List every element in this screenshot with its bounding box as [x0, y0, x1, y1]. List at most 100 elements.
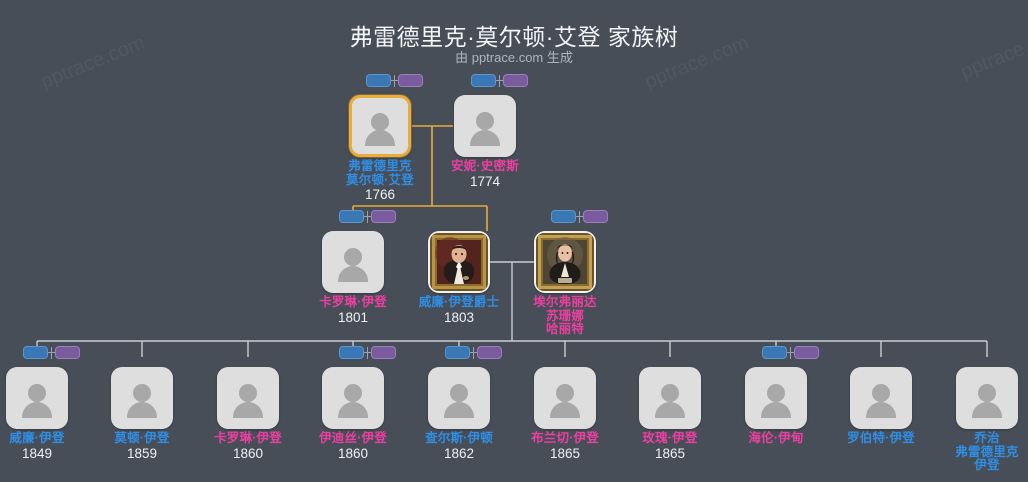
- person-name: 海伦·伊甸: [748, 431, 804, 445]
- person-year: 1862: [443, 445, 475, 461]
- badge-purple-icon[interactable]: [583, 210, 608, 223]
- badge-purple-icon[interactable]: [477, 346, 502, 359]
- person-badges[interactable]: [339, 346, 399, 360]
- person-placeholder-icon: [534, 367, 596, 429]
- person-name: 查尔斯·伊顿: [425, 431, 493, 445]
- badge-blue-icon[interactable]: [551, 210, 576, 223]
- person-placeholder-icon: [6, 367, 68, 429]
- person-name: 乔治弗雷德里克伊登: [955, 431, 1019, 472]
- badge-blue-icon[interactable]: [339, 210, 364, 223]
- person-year: 1859: [126, 445, 158, 461]
- person-badges[interactable]: [762, 346, 822, 360]
- person-placeholder-icon: [745, 367, 807, 429]
- badge-connector: [364, 352, 372, 353]
- person-avatar[interactable]: [745, 367, 807, 429]
- badge-purple-icon[interactable]: [371, 210, 396, 223]
- person-year: 1801: [337, 309, 369, 325]
- badge-connector: [391, 80, 399, 81]
- person-avatar[interactable]: [850, 367, 912, 429]
- person-portrait[interactable]: [534, 231, 596, 293]
- person-placeholder-icon: [454, 95, 516, 157]
- badge-purple-icon[interactable]: [503, 74, 528, 87]
- person-avatar[interactable]: [322, 367, 384, 429]
- person-node[interactable]: 罗伯特·伊登: [821, 367, 941, 446]
- person-badges[interactable]: [23, 346, 83, 360]
- person-node[interactable]: 埃尔弗丽达苏珊娜哈丽特: [505, 210, 625, 337]
- badge-blue-icon[interactable]: [471, 74, 496, 87]
- person-placeholder-icon: [956, 367, 1018, 429]
- person-avatar[interactable]: [6, 367, 68, 429]
- person-year: 1774: [469, 173, 501, 189]
- badge-stem: [51, 347, 52, 359]
- badge-connector: [496, 80, 504, 81]
- page-title: 弗雷德里克·莫尔顿·艾登 家族树: [349, 24, 679, 50]
- person-badges[interactable]: [366, 74, 426, 88]
- badge-stem: [790, 347, 791, 359]
- badge-stem: [367, 211, 368, 223]
- person-avatar[interactable]: [956, 367, 1018, 429]
- person-avatar[interactable]: [534, 367, 596, 429]
- person-name: 威廉·伊登: [9, 431, 65, 445]
- person-portrait[interactable]: [428, 231, 490, 293]
- badge-connector: [470, 352, 478, 353]
- badge-stem: [473, 347, 474, 359]
- person-avatar[interactable]: [111, 367, 173, 429]
- badge-blue-icon[interactable]: [339, 346, 364, 359]
- person-avatar[interactable]: [217, 367, 279, 429]
- badge-connector: [576, 216, 584, 217]
- person-avatar[interactable]: [349, 95, 411, 157]
- person-avatar[interactable]: [428, 367, 490, 429]
- person-name: 莫顿·伊登: [114, 431, 170, 445]
- person-avatar[interactable]: [639, 367, 701, 429]
- badge-blue-icon[interactable]: [366, 74, 391, 87]
- person-node[interactable]: 海伦·伊甸: [716, 346, 836, 446]
- person-placeholder-icon: [428, 367, 490, 429]
- badge-connector: [48, 352, 56, 353]
- badge-purple-icon[interactable]: [398, 74, 423, 87]
- badge-connector: [364, 216, 372, 217]
- person-placeholder-icon: [850, 367, 912, 429]
- badge-purple-icon[interactable]: [55, 346, 80, 359]
- person-placeholder-icon: [111, 367, 173, 429]
- person-name: 威廉·伊登爵士: [418, 295, 500, 309]
- person-node[interactable]: 乔治弗雷德里克伊登: [927, 367, 1028, 473]
- person-badges[interactable]: [339, 210, 399, 224]
- person-name: 埃尔弗丽达苏珊娜哈丽特: [533, 295, 597, 336]
- badge-stem: [367, 347, 368, 359]
- person-name: 卡罗琳·伊登: [214, 431, 282, 445]
- page-subtitle: 由 pptrace.com 生成: [455, 50, 573, 65]
- person-badges[interactable]: [551, 210, 611, 224]
- badge-blue-icon[interactable]: [445, 346, 470, 359]
- person-name: 罗伯特·伊登: [847, 431, 915, 445]
- person-year: 1860: [337, 445, 369, 461]
- person-year: 1803: [443, 309, 475, 325]
- badge-purple-icon[interactable]: [794, 346, 819, 359]
- badge-blue-icon[interactable]: [762, 346, 787, 359]
- person-badges[interactable]: [471, 74, 531, 88]
- person-year: 1766: [364, 187, 396, 202]
- person-placeholder-icon: [217, 367, 279, 429]
- person-badges[interactable]: [445, 346, 505, 360]
- person-name: 布兰切·伊登: [531, 431, 599, 445]
- person-year: 1865: [549, 445, 581, 461]
- person-avatar[interactable]: [322, 231, 384, 293]
- badge-purple-icon[interactable]: [371, 346, 396, 359]
- person-name: 玫瑰·伊登: [642, 431, 698, 445]
- badge-blue-icon[interactable]: [23, 346, 48, 359]
- person-year: 1865: [654, 445, 686, 461]
- person-avatar[interactable]: [454, 95, 516, 157]
- person-placeholder-icon: [352, 98, 408, 154]
- person-placeholder-icon: [639, 367, 701, 429]
